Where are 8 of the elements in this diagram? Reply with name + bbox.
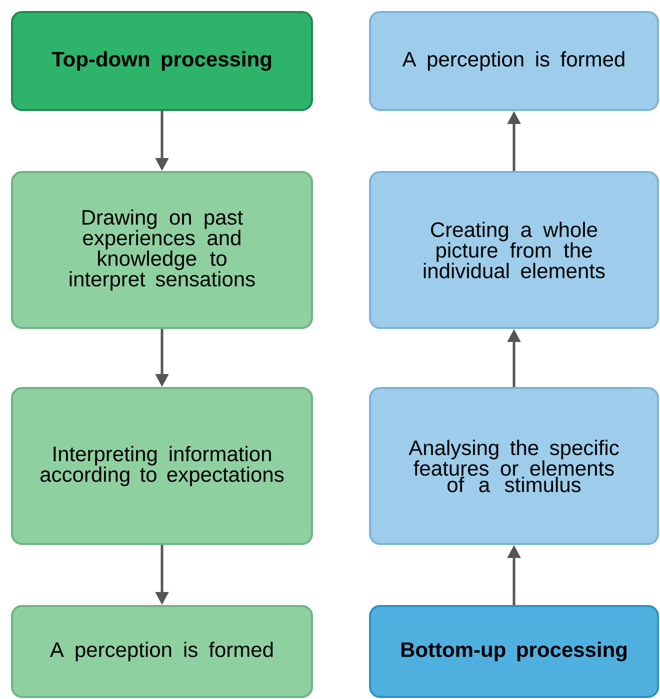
- process-box: Drawing on past experiences and knowledge to interpret sensations: [11, 171, 313, 329]
- process-box: A perception is formed: [11, 605, 313, 698]
- process-box: Creating a whole picture from the individual elements: [369, 171, 659, 329]
- heading-box: Top-down processing: [11, 11, 313, 111]
- heading-box: Bottom-up processing: [369, 605, 659, 698]
- process-box: Analysing the specific features or elements of a stimulus: [369, 387, 659, 545]
- process-box: Interpreting information according to expectations: [11, 387, 313, 545]
- process-box: A perception is formed: [369, 11, 659, 111]
